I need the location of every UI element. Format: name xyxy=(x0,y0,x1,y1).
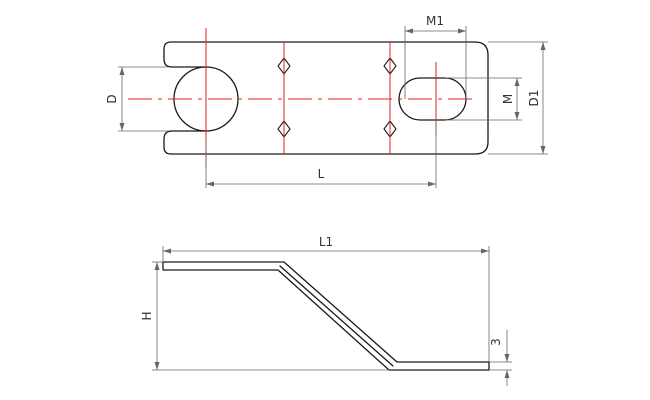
dimension-m1: M1 xyxy=(404,14,467,99)
dimension-h-label: H xyxy=(140,311,154,320)
dimension-l1: L1 xyxy=(162,235,490,362)
dimension-m: M xyxy=(445,77,522,121)
dimension-d1-label: D1 xyxy=(527,90,541,107)
top-view xyxy=(128,28,489,168)
dimension-d-label: D xyxy=(105,94,119,103)
side-view-bend-inner xyxy=(279,265,394,367)
dimension-d1: D1 xyxy=(488,41,548,155)
dimension-m-label: M xyxy=(501,94,515,104)
side-view xyxy=(162,261,490,371)
dimension-l-label: L xyxy=(318,167,325,181)
top-view-outline xyxy=(163,41,489,155)
dimension-m1-label: M1 xyxy=(426,14,444,28)
dimension-d: D xyxy=(105,66,168,132)
dimension-l: L xyxy=(205,120,437,188)
dimension-h: H xyxy=(140,261,389,371)
dimension-thickness-label: 3 xyxy=(489,338,503,346)
dimension-thickness: 3 xyxy=(489,330,512,386)
dimension-l1-label: L1 xyxy=(319,235,333,249)
side-view-profile xyxy=(162,261,490,371)
